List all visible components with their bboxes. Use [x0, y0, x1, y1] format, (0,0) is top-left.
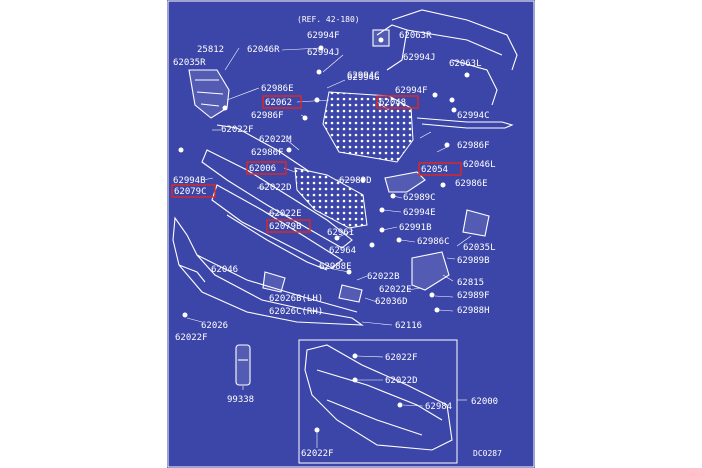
right-molding: [416, 117, 514, 129]
lower-grille: [294, 167, 368, 229]
part-label-62022F-d[interactable]: 62022F: [301, 449, 334, 459]
part-label-62994C-a[interactable]: 62994C: [347, 71, 380, 81]
part-label-62994F-b[interactable]: 62994F: [395, 86, 428, 96]
part-label-62991B[interactable]: 62991B: [399, 223, 432, 233]
part-label-62989D[interactable]: 62989D: [339, 176, 372, 186]
part-label-62022F-a[interactable]: 62022F: [221, 125, 254, 135]
highlight-boxes: [171, 95, 462, 233]
part-label-99338[interactable]: 99338: [227, 395, 254, 405]
part-label-62000[interactable]: 62000: [471, 397, 498, 407]
part-label-62048[interactable]: 62048: [379, 98, 406, 108]
parts-diagram: (REF. 42-180) 25812 62035R 62046R 62994F…: [167, 0, 535, 468]
diagram-canvas: (REF. 42-180) 25812 62035R 62046R 62994F…: [167, 0, 535, 468]
leader-lines: [186, 47, 472, 448]
right-small-bracket: [462, 209, 490, 237]
part-label-62989F[interactable]: 62989F: [457, 291, 490, 301]
diagram-frame: [167, 0, 535, 468]
part-label-62994G[interactable]: 62994G: [347, 73, 380, 83]
part-label-62063L[interactable]: 62063L: [449, 59, 482, 69]
highlight-62079C: [171, 184, 216, 198]
highlight-62062: [262, 95, 302, 109]
part-label-62994J[interactable]: 62994J: [307, 48, 340, 58]
part-label-62036D[interactable]: 62036D: [375, 297, 408, 307]
part-label-62035R[interactable]: 62035R: [173, 58, 206, 68]
part-label-62988E[interactable]: 62988E: [319, 262, 352, 272]
part-label-62079C[interactable]: 62079C: [174, 187, 207, 197]
left-bracket: [188, 69, 230, 119]
part-label-62986F-a[interactable]: 62986F: [251, 111, 284, 121]
part-label-62022B[interactable]: 62022B: [367, 272, 400, 282]
part-label-62989C[interactable]: 62989C: [403, 193, 436, 203]
highlight-62006: [246, 161, 287, 175]
part-label-62079B[interactable]: 62079B: [269, 222, 302, 232]
part-label-62994E[interactable]: 62994E: [403, 208, 436, 218]
part-label-62994J-right[interactable]: 62994J: [403, 53, 436, 63]
part-label-62022F-c[interactable]: 62022F: [385, 353, 418, 363]
part-label-62063R[interactable]: 62063R: [399, 31, 432, 41]
touch-up-tube: [235, 344, 251, 386]
part-label-62022D-b[interactable]: 62022D: [385, 376, 418, 386]
part-label-62022D-a[interactable]: 62022D: [259, 183, 292, 193]
fog-lamp-cover: [262, 271, 363, 303]
part-label-62961[interactable]: 62961: [327, 228, 354, 238]
ref-note: (REF. 42-180): [297, 15, 360, 24]
part-label-62986E-b[interactable]: 62986E: [455, 179, 488, 189]
part-label-62026B[interactable]: 62026B(LH): [269, 294, 323, 304]
part-label-62046L[interactable]: 62046L: [463, 160, 496, 170]
part-label-62026[interactable]: 62026: [201, 321, 228, 331]
part-label-62986F-c[interactable]: 62986F: [457, 141, 490, 151]
part-label-62994C-b[interactable]: 62994C: [457, 111, 490, 121]
assembly-inset: [298, 339, 458, 464]
part-label-62986F-b[interactable]: 62986F: [251, 148, 284, 158]
highlight-62054: [418, 162, 462, 176]
drawing-code: DC0287: [473, 449, 502, 458]
part-label-62046R[interactable]: 62046R: [247, 45, 280, 55]
part-label-62006[interactable]: 62006: [249, 164, 276, 174]
upper-grille: [322, 91, 414, 163]
part-label-62994B[interactable]: 62994B: [173, 176, 206, 186]
part-label-62022F-b[interactable]: 62022F: [175, 333, 208, 343]
part-label-62046[interactable]: 62046: [211, 265, 238, 275]
part-label-62984[interactable]: 62984: [425, 402, 452, 412]
part-label-25812[interactable]: 25812: [197, 45, 224, 55]
part-label-62815[interactable]: 62815: [457, 278, 484, 288]
license-bracket: [411, 251, 450, 291]
part-label-62035L[interactable]: 62035L: [463, 243, 496, 253]
part-label-62022M[interactable]: 62022M: [259, 135, 292, 145]
part-label-62062[interactable]: 62062: [265, 98, 292, 108]
bumper-fascia: [172, 216, 364, 326]
part-label-62022E-a[interactable]: 62022E: [269, 209, 302, 219]
highlight-62079B: [266, 219, 311, 233]
part-label-62988H[interactable]: 62988H: [457, 306, 490, 316]
part-label-62994F-a[interactable]: 62994F: [307, 31, 340, 41]
part-label-62054[interactable]: 62054: [421, 165, 448, 175]
highlight-62048: [376, 95, 419, 109]
part-label-62986E-a[interactable]: 62986E: [261, 84, 294, 94]
part-label-62116[interactable]: 62116: [395, 321, 422, 331]
part-label-62986C[interactable]: 62986C: [417, 237, 450, 247]
right-bracket: [384, 171, 426, 193]
part-label-62026C[interactable]: 62026C(RH): [269, 307, 323, 317]
part-label-62964-a[interactable]: 62964: [329, 246, 356, 256]
part-label-62022E-b[interactable]: 62022E: [379, 285, 412, 295]
part-label-62989B[interactable]: 62989B: [457, 256, 490, 266]
